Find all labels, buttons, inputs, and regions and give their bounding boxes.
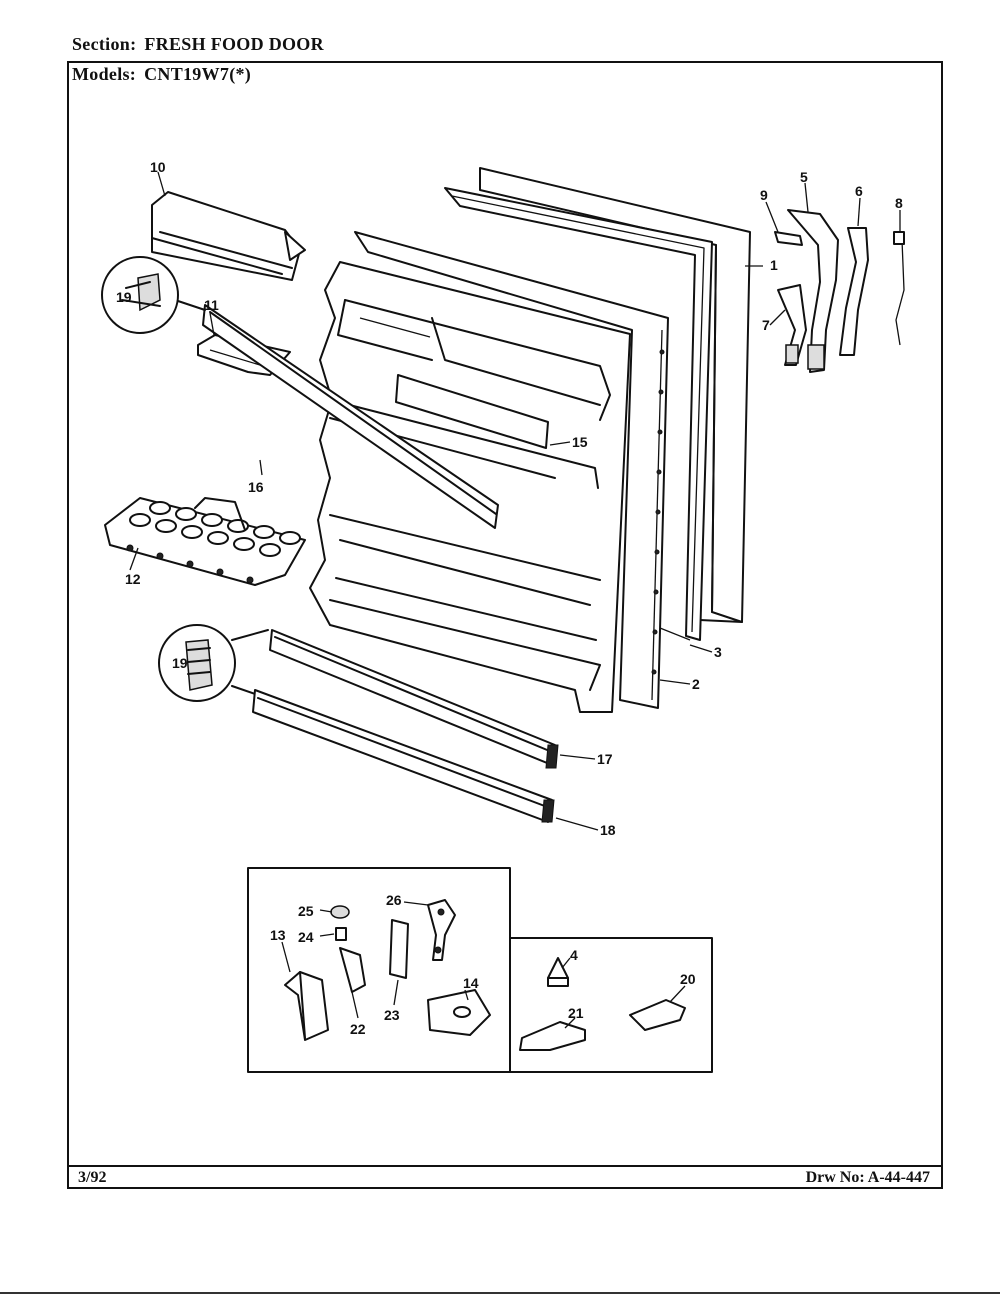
part-door-gasket xyxy=(444,187,713,641)
callout-25: 25 xyxy=(298,903,314,919)
part-outer-door-panel xyxy=(479,167,751,623)
callout-3: 3 xyxy=(714,644,722,660)
callout-20: 20 xyxy=(680,971,696,987)
models-header: Models: CNT19W7(*) xyxy=(72,64,251,85)
part-hinge-pin-strip xyxy=(893,231,905,346)
callout-19-top: 19 xyxy=(116,289,132,305)
part-hinge-trim xyxy=(839,227,869,356)
callout-11: 11 xyxy=(204,297,219,313)
callout-4: 4 xyxy=(570,947,578,963)
callout-24: 24 xyxy=(298,929,314,945)
callout-22: 22 xyxy=(350,1021,366,1037)
callout-6: 6 xyxy=(855,183,863,199)
footer-divider xyxy=(67,1165,943,1167)
callout-5: 5 xyxy=(800,169,808,185)
part-egg-tray xyxy=(104,497,306,586)
part-shelf-retainer-detail-bottom xyxy=(158,624,269,702)
callout-21: 21 xyxy=(568,1005,584,1021)
part-hinge-cover xyxy=(787,209,839,373)
part-plate-23 xyxy=(389,919,409,979)
part-door-stop-13 xyxy=(284,971,329,1041)
hardware-detail-box xyxy=(247,867,713,1073)
callout-7: 7 xyxy=(762,317,770,333)
drawing-date: 3/92 xyxy=(78,1169,107,1186)
models-value: CNT19W7(*) xyxy=(144,64,252,84)
callout-16: 16 xyxy=(248,479,264,495)
part-lower-shelf-bar xyxy=(269,629,559,769)
part-hinge-bracket-21 xyxy=(519,1021,586,1051)
callout-15: 15 xyxy=(572,434,588,450)
part-bottom-shelf-bar xyxy=(252,689,555,823)
callout-14: 14 xyxy=(463,975,479,991)
callout-10: 10 xyxy=(150,159,166,175)
callout-9: 9 xyxy=(760,187,768,203)
callout-18: 18 xyxy=(600,822,616,838)
callout-17: 17 xyxy=(597,751,613,767)
section-value: FRESH FOOD DOOR xyxy=(144,34,324,54)
callout-13: 13 xyxy=(270,927,286,943)
callout-26: 26 xyxy=(386,892,402,908)
callout-8: 8 xyxy=(895,195,903,211)
part-upper-shelf-bar xyxy=(174,299,499,529)
callout-labels: 10 11 16 12 15 1 3 2 17 18 5 6 8 9 7 19 … xyxy=(116,159,903,1037)
part-plug-4 xyxy=(547,957,569,987)
callout-23: 23 xyxy=(384,1007,400,1023)
diagram-frame xyxy=(67,61,943,1189)
section-label: Section: xyxy=(72,34,137,54)
callout-19-bottom: 19 xyxy=(172,655,188,671)
drawing-number: Drw No: A-44-447 xyxy=(805,1169,930,1186)
models-label: Models: xyxy=(72,64,137,84)
callout-1: 1 xyxy=(770,257,778,273)
callout-2: 2 xyxy=(692,676,700,692)
part-inner-door-liner xyxy=(309,231,669,713)
part-hinge-bracket-small xyxy=(774,231,803,246)
part-hinge-bracket-20 xyxy=(629,999,686,1031)
part-hinge-strip xyxy=(777,284,807,366)
part-cam-22 xyxy=(339,947,366,993)
callout-12: 12 xyxy=(125,571,141,587)
part-bushing-24 xyxy=(335,927,347,941)
callout-leaders xyxy=(129,171,901,1029)
part-screw-25 xyxy=(330,905,350,919)
part-hinge-26 xyxy=(427,899,456,961)
page-bottom-rule xyxy=(0,1292,1000,1294)
part-shelf-retainer-detail-top xyxy=(101,256,179,334)
part-bottom-hinge-14 xyxy=(427,989,491,1036)
part-dairy-door xyxy=(151,191,306,281)
section-header: Section: FRESH FOOD DOOR xyxy=(72,34,324,55)
